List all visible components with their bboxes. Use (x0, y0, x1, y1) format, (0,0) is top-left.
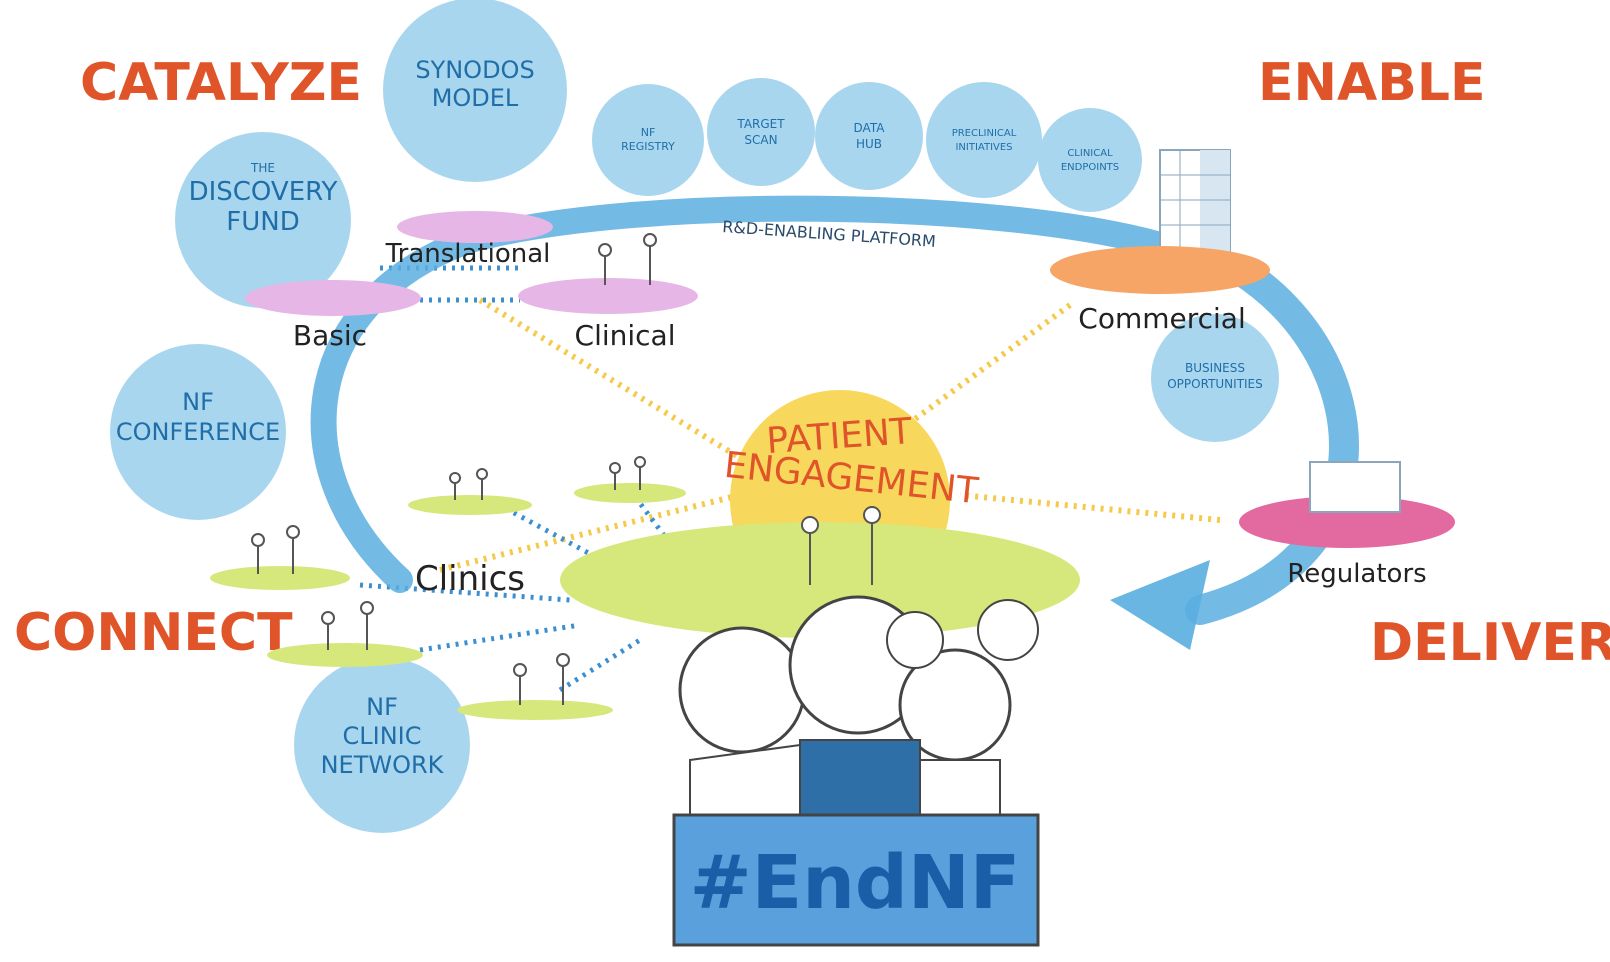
person-icon-pair-3 (251, 525, 300, 574)
platform-bubble-5-line2: ENDPOINTS (1061, 162, 1119, 173)
platform-bubble-5 (1038, 108, 1142, 212)
discovery-fund-line1: DISCOVERY (189, 177, 338, 207)
platform-bubble-3 (815, 82, 923, 190)
clinics-label: Clinics (415, 559, 525, 599)
regulators-label: Regulators (1287, 559, 1426, 589)
adult-face-back (977, 599, 1039, 661)
person-icon-pair-clinical (598, 233, 657, 285)
link-regulators-engagement (959, 492, 1221, 523)
community-disc-1 (408, 495, 532, 515)
regulators-building-icon (1309, 461, 1401, 513)
community-disc-3 (210, 566, 350, 590)
link-basic-engagement (478, 297, 762, 473)
nf-conference-line2: CONFERENCE (116, 418, 280, 446)
right-cycle-arrow (1185, 255, 1359, 625)
link-commercial-engagement (898, 302, 1072, 433)
stage-discs: Translational Basic Clinical Commercial … (245, 211, 1455, 589)
office-building-icon (1159, 149, 1231, 263)
person-icon-pair-1 (449, 468, 488, 500)
business-opportunities-circle (1151, 314, 1279, 442)
translational-disc (397, 211, 553, 243)
link-group1-clinics (488, 497, 622, 573)
link-group5-clinics (558, 637, 642, 693)
discovery-fund-circle (175, 132, 351, 308)
kid-shirt-right (919, 759, 1001, 821)
connection-lines (359, 265, 1221, 693)
synodos-circle (383, 0, 567, 182)
synodos-line2: MODEL (432, 84, 519, 112)
nf-clinic-network-circle (294, 657, 470, 833)
platform-bubble-2 (707, 78, 815, 186)
community-disc-2 (574, 483, 686, 503)
platform-bubble-3-line1: DATA (854, 121, 886, 135)
platform-bubble-4-line1: PRECLINICAL (952, 128, 1017, 139)
kid-face-left (678, 626, 806, 754)
synodos-line1: SYNODOS (415, 56, 534, 84)
kid-shirt-center (799, 739, 921, 821)
platform-bubble-4-line2: INITIATIVES (955, 142, 1012, 153)
endnf-banner (672, 813, 1040, 947)
person-icon-pair-center (801, 506, 881, 585)
business-line1: BUSINESS (1185, 361, 1245, 375)
platform-bubble-2-line1: TARGET (736, 117, 785, 131)
platform-bubble-4 (926, 82, 1042, 198)
translational-label: Translational (385, 239, 551, 269)
person-icon-pair-5 (513, 653, 570, 705)
platform-bubble-3-line2: HUB (856, 137, 882, 151)
kids-group: #EndNF (672, 595, 1040, 947)
business-line2: OPPORTUNITIES (1167, 377, 1263, 391)
link-group4-clinics (419, 622, 581, 653)
person-icon-pair-4 (321, 601, 374, 650)
platform-bubbles: NF REGISTRY TARGET SCAN DATA HUB PRECLIN… (592, 78, 1142, 251)
platform-bubble-1 (592, 84, 704, 196)
clinics-center-disc (560, 522, 1080, 638)
people-figures (251, 233, 881, 705)
clinical-disc (518, 278, 698, 314)
pillar-labels: CATALYZE ENABLE CONNECT DELIVER (14, 53, 1610, 673)
nf-conference-line1: NF (182, 388, 214, 416)
pillar-deliver: DELIVER (1370, 613, 1610, 673)
commercial-label: Commercial (1078, 302, 1245, 335)
arrowhead-to-clinics (1110, 560, 1210, 650)
kid-shirt-left (689, 743, 801, 821)
commercial-disc (1050, 246, 1270, 294)
clinical-label: Clinical (575, 319, 676, 352)
platform-bubble-1-line1: NF (641, 126, 656, 139)
person-icon-pair-2 (609, 456, 646, 490)
pillar-catalyze: CATALYZE (80, 53, 362, 113)
community-discs (210, 483, 686, 720)
community-disc-4 (267, 643, 423, 667)
nf-clinic-network-line1: NF (366, 693, 398, 721)
discovery-fund-line2: FUND (226, 207, 299, 237)
pillar-connect: CONNECT (14, 603, 293, 663)
discovery-fund-the: THE (250, 161, 275, 175)
kid-face-back (886, 611, 944, 669)
engagement-center: PATIENT ENGAGEMENT Clinics (415, 390, 1080, 638)
nf-conference-circle (110, 344, 286, 520)
platform-bubble-2-line2: SCAN (744, 133, 777, 147)
link-clinics-engagement (439, 487, 761, 573)
initiative-circles: SYNODOS MODEL THE DISCOVERY FUND NF CONF… (110, 0, 1279, 833)
pillar-enable: ENABLE (1258, 53, 1486, 113)
platform-bubble-5-line1: CLINICAL (1067, 148, 1113, 159)
community-disc-5 (457, 700, 613, 720)
basic-label: Basic (293, 319, 367, 352)
platform-bubble-1-line2: REGISTRY (621, 140, 675, 153)
endnf-banner-text: #EndNF (690, 840, 1021, 926)
engagement-line1: PATIENT (765, 411, 914, 462)
nf-clinic-network-line3: NETWORK (321, 751, 445, 779)
basic-disc (245, 280, 421, 316)
nf-clinic-network-line2: CLINIC (343, 722, 422, 750)
